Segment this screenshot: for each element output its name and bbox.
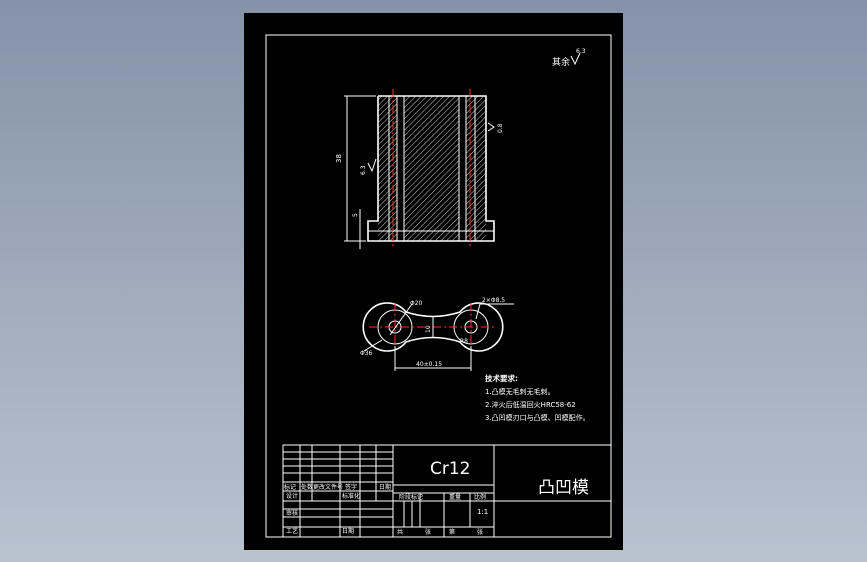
tb-date-label: 日期	[342, 527, 354, 535]
center-hatch	[404, 96, 459, 241]
dim-phi-small-text: Φ20	[410, 300, 423, 307]
tech-req-item-3: 3.凸凹模刃口与凸模、凹模配作。	[485, 413, 590, 422]
leader-phi20	[389, 303, 413, 336]
dim-phi-large-text: Φ36	[360, 350, 373, 357]
dim-width-text: 10	[425, 325, 432, 333]
roughness-right-icon	[487, 122, 495, 132]
tb-scale-label: 比例	[474, 493, 486, 501]
roughness-left-icon	[367, 158, 377, 173]
tech-req-item-2: 2.淬火后低温回火HRC58-62	[485, 400, 576, 409]
top-view: 10 Φ20 2×Φ8.5 R8 Φ36 40±0.15	[360, 297, 514, 371]
dim-center-text: 40±0.15	[416, 361, 442, 368]
tb-stage-label: 阶段标记	[399, 493, 423, 501]
dim-r-text: R8	[460, 338, 468, 345]
dim-bottom-text: 5	[352, 213, 359, 217]
tb-standard-label: 标准化	[342, 492, 360, 500]
tb-part-name: 凸凹模	[538, 478, 589, 498]
tb-process-label: 工艺	[286, 527, 298, 535]
surface-note-value: 6.3	[576, 48, 586, 55]
right-wall-hatch	[475, 96, 486, 241]
tb-check-label: 审核	[286, 509, 298, 517]
tb-sheets-label-1: 张	[425, 528, 431, 536]
leader-phi36	[363, 339, 383, 352]
tb-total-label: 共	[397, 528, 403, 536]
tb-header-mark: 标记	[284, 483, 296, 491]
drawing-canvas: 其余 6.3	[265, 34, 612, 538]
front-outline	[367, 95, 495, 242]
tb-scale-value: 1:1	[477, 508, 488, 516]
tech-requirements: 技术要求: 1.凸模无毛刺无毛刺。 2.淬火后低温回火HRC58-62 3.凸凹…	[485, 373, 590, 422]
tech-req-item-1: 1.凸模无毛刺无毛刺。	[485, 387, 555, 396]
roughness-right-text: 0.8	[497, 123, 504, 133]
left-core-hatch	[389, 96, 397, 241]
tb-header-sign: 签字	[345, 483, 357, 491]
tb-header-date: 日期	[379, 483, 391, 491]
tb-header-count: 处数	[301, 483, 313, 491]
tb-design-label: 设计	[286, 492, 298, 500]
leader-holes	[475, 303, 481, 320]
title-block: 标记 处数 更改文件号 签字 日期 设计 标准化 审核 工艺 日期 Cr12	[282, 444, 612, 538]
surface-roughness-note: 其余 6.3	[552, 48, 586, 68]
drawing-sheet: 其余 6.3	[244, 13, 623, 550]
roughness-symbol-icon	[570, 52, 581, 66]
surface-note-label: 其余	[552, 56, 570, 68]
tb-page-label: 第	[449, 528, 455, 536]
roughness-left-text: 6.3	[360, 165, 367, 175]
right-core-hatch	[466, 96, 475, 241]
front-section-view: 38 5 6.3 0.8	[335, 89, 504, 249]
tech-req-title: 技术要求:	[485, 373, 518, 383]
tb-weight-label: 重量	[449, 493, 461, 501]
dim-holes-text: 2×Φ8.5	[482, 297, 505, 304]
tb-sheets-label-2: 张	[477, 528, 483, 536]
dim-height-text: 38	[335, 154, 343, 163]
top-outline	[362, 302, 504, 352]
tb-header-file: 更改文件号	[313, 483, 343, 491]
tb-material: Cr12	[430, 459, 471, 479]
left-wall-hatch	[378, 96, 389, 241]
